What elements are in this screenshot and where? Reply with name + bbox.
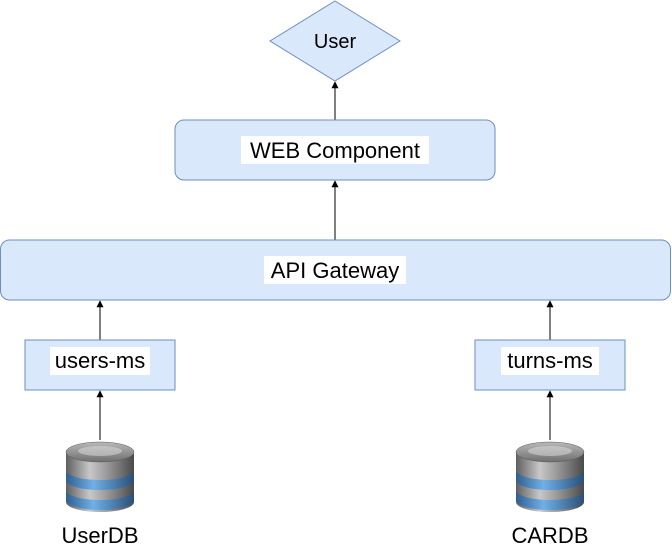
api-gateway-label: API Gateway	[271, 258, 399, 283]
cardb-node[interactable]: CARDB	[511, 441, 589, 548]
turns-ms-label-bg	[501, 347, 599, 375]
web-component-node[interactable]: WEB Component	[174, 119, 496, 181]
api-gateway-label-bg	[264, 256, 406, 284]
turns-ms-label: turns-ms	[507, 348, 593, 373]
api-gateway-node[interactable]: API Gateway	[0, 239, 671, 301]
user-diamond-shape	[269, 0, 401, 82]
users-ms-label-bg	[50, 347, 150, 375]
userdb-label: UserDB	[61, 523, 138, 548]
edges	[96, 81, 554, 440]
cardb-label: CARDB	[511, 523, 588, 548]
web-component-label: WEB Component	[250, 138, 420, 163]
userdb-node[interactable]: UserDB	[61, 441, 139, 548]
users-ms-label: users-ms	[55, 348, 145, 373]
turns-ms-node[interactable]: turns-ms	[474, 339, 626, 391]
user-label: User	[314, 31, 357, 53]
database-icon	[515, 441, 585, 512]
users-ms-node[interactable]: users-ms	[24, 339, 176, 391]
user-node[interactable]: User	[269, 0, 401, 82]
web-component-label-bg	[241, 136, 429, 164]
database-icon	[65, 441, 135, 512]
